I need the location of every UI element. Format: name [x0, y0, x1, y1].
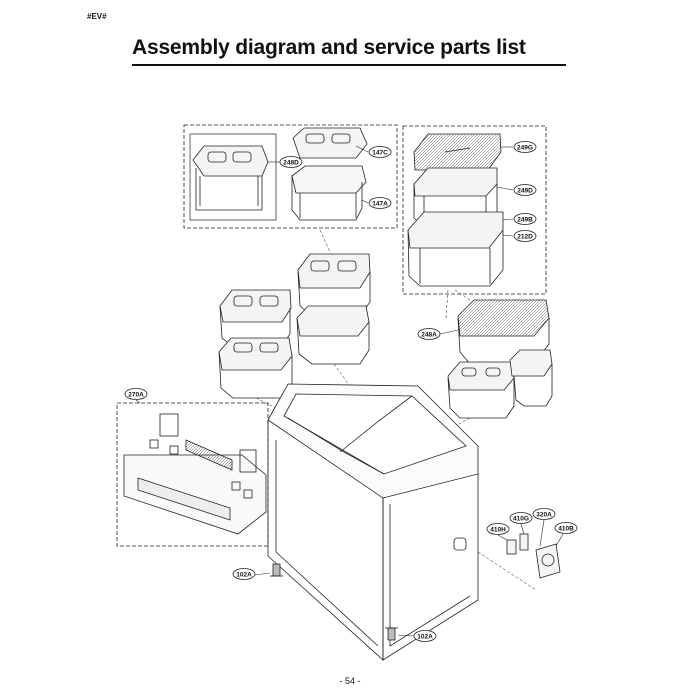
callout-label: 249D	[517, 188, 533, 195]
callout-label: 410G	[513, 516, 529, 523]
callout-label: 249B	[517, 217, 533, 224]
page-number: - 54 -	[339, 676, 361, 686]
callout-410b: 410B	[554, 522, 578, 534]
leveling-foot-right	[385, 627, 398, 641]
control-panel-group-270a	[116, 402, 269, 547]
cover-147c	[292, 127, 368, 159]
callout-249g: 249G	[513, 141, 537, 153]
box-147a	[291, 165, 367, 221]
callout-label: 102A	[417, 634, 433, 641]
callout-label: 410H	[490, 527, 506, 534]
callout-410g: 410G	[509, 512, 533, 524]
callout-label: 410B	[558, 526, 574, 533]
basket-group-upper-left	[183, 124, 398, 229]
basket-stack-left	[218, 253, 371, 399]
basket-group-upper-right	[402, 125, 547, 295]
callout-label: 320A	[536, 512, 552, 519]
basket-248d	[192, 145, 269, 211]
lid-249g	[413, 133, 502, 171]
title-underline	[132, 64, 566, 66]
callout-label: 147C	[372, 150, 388, 157]
callout-102a-left: 102A	[232, 568, 256, 580]
electrical-parts-group	[477, 533, 561, 591]
callout-label: 270A	[128, 392, 144, 399]
callout-248a: 248A	[417, 328, 441, 340]
leveling-foot-left	[270, 563, 283, 577]
callout-248d: 248D	[279, 156, 303, 168]
callout-102a-right: 102A	[413, 630, 437, 642]
document-code: #EV#	[87, 12, 107, 21]
callout-label: 249G	[517, 145, 533, 152]
page-title: Assembly diagram and service parts list	[132, 36, 526, 59]
basket-248a-group	[447, 299, 553, 419]
callout-212d: 212D	[513, 230, 537, 242]
freezer-cabinet	[267, 383, 479, 661]
leader-lines	[135, 145, 564, 637]
callout-label: 248D	[283, 160, 299, 167]
callout-270a: 270A	[124, 388, 148, 400]
callout-label: 147A	[372, 201, 388, 208]
callout-label: 248A	[421, 332, 437, 339]
callout-147c: 147C	[368, 146, 392, 158]
callout-249b: 249B	[513, 213, 537, 225]
callout-label: 102A	[236, 572, 252, 579]
callout-249d: 249D	[513, 184, 537, 196]
callout-147a: 147A	[368, 197, 392, 209]
callout-label: 212D	[517, 234, 533, 241]
box-212d	[407, 211, 504, 287]
callout-410h: 410H	[486, 523, 510, 535]
callout-320a: 320A	[532, 508, 556, 520]
